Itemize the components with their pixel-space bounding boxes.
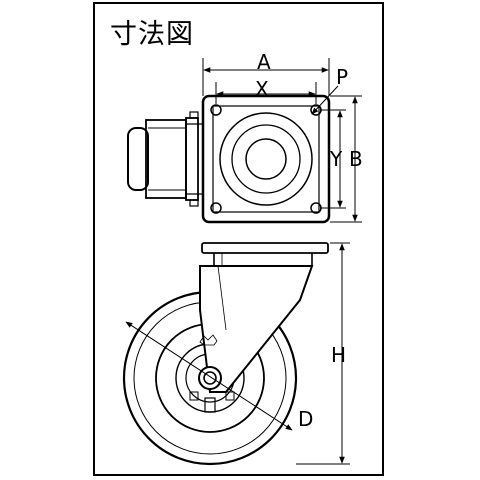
bolt-hole-top-left [210,104,222,116]
label-y: Y [329,147,343,171]
label-a: A [257,50,271,74]
label-x: X [255,77,269,101]
mounting-plate [201,94,331,224]
dimension-y-b [320,95,362,223]
stopper-block [204,397,216,413]
wheel-top-side [127,111,203,207]
bolt-hole-bottom-left [210,202,222,214]
swivel-head [213,253,313,267]
label-d: D [298,407,313,431]
label-p: P [336,65,348,89]
top-view [127,94,331,224]
drawing-title: 寸法図 [110,19,194,50]
axle-nut-outer [198,366,222,390]
kingpin-inner-circle [245,138,287,180]
side-plate [201,242,329,254]
dimension-d [125,321,293,431]
kingpin-middle-circle [231,124,301,194]
label-b: B [349,147,363,171]
dimension-p [311,85,339,115]
kingpin-outer-circle [219,112,313,206]
dimension-a-x [202,58,330,104]
dimension-h [296,242,350,465]
plate-inner-square [212,105,320,213]
label-h: H [331,343,346,367]
